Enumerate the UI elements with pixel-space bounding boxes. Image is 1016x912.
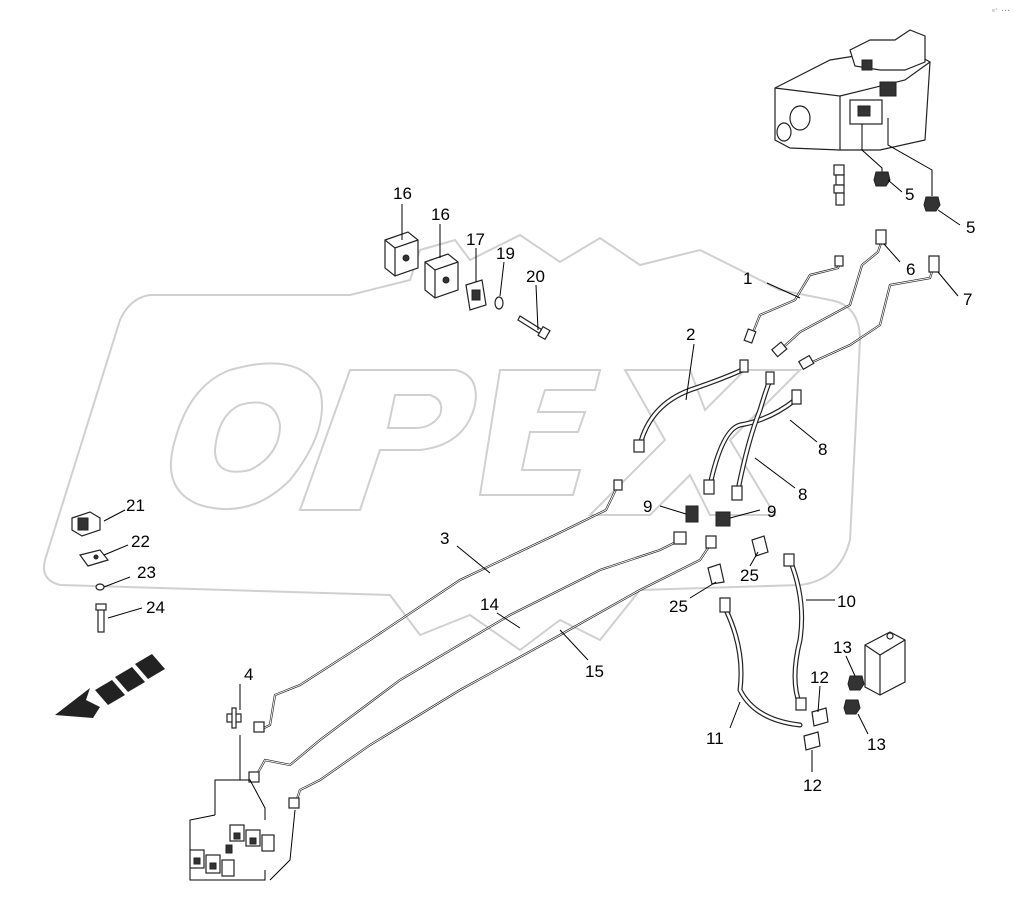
callout-8b: 8 — [798, 485, 807, 504]
callout-25b: 25 — [669, 597, 688, 616]
callout-6: 6 — [906, 260, 915, 279]
hose-11 — [719, 597, 803, 728]
watermark — [43, 233, 862, 652]
hose-10 — [783, 553, 807, 711]
callout-22: 22 — [131, 532, 150, 551]
callout-14: 14 — [480, 595, 499, 614]
corner-mark: e° ▪▪▪ — [992, 8, 1010, 14]
callout-16a: 16 — [393, 184, 412, 203]
fitting-12a — [811, 707, 829, 727]
hose-2 — [633, 359, 749, 453]
washer-23 — [95, 583, 105, 591]
callout-17: 17 — [466, 230, 485, 249]
callout-1: 1 — [743, 269, 752, 288]
pipe-14 — [248, 531, 687, 783]
callout-15: 15 — [585, 662, 604, 681]
direction-arrow — [55, 654, 165, 718]
fitting-12b — [803, 731, 821, 751]
fitting-9a — [685, 505, 699, 523]
control-valve-block — [774, 29, 933, 196]
leader-lines — [103, 179, 961, 772]
fitting-9b — [715, 511, 731, 527]
callout-2: 2 — [686, 325, 695, 344]
fitting-13b — [843, 699, 861, 715]
pipe-15 — [288, 535, 717, 809]
callout-21: 21 — [126, 496, 145, 515]
small-valve-block — [864, 631, 906, 696]
fitting-25a — [751, 535, 769, 557]
connector-4 — [226, 707, 242, 729]
callout-5b: 5 — [966, 218, 975, 237]
callout-12a: 12 — [810, 668, 829, 687]
callout-19: 19 — [496, 244, 515, 263]
callout-24: 24 — [146, 598, 165, 617]
pipe-1 — [743, 255, 844, 344]
callout-10: 10 — [837, 592, 856, 611]
bolt-20 — [517, 315, 551, 341]
callout-13a: 13 — [833, 638, 852, 657]
fitting-25b — [707, 563, 725, 585]
clamp-plate-17 — [465, 279, 487, 311]
hose-8b — [731, 371, 775, 501]
plate-22 — [78, 549, 110, 567]
bolt-24 — [95, 603, 107, 633]
callout-4: 4 — [244, 665, 253, 684]
callout-7: 7 — [963, 290, 972, 309]
fitting-5a — [873, 171, 891, 187]
callout-9b: 9 — [767, 502, 776, 521]
callouts: 1 2 3 4 5 5 6 7 8 8 9 9 10 11 12 12 13 1… — [126, 184, 975, 795]
valve-fittings — [833, 164, 845, 206]
valve-section-bottom-left — [189, 735, 296, 881]
clamp-block-16a — [384, 231, 419, 277]
callout-3: 3 — [440, 529, 449, 548]
clamp-block-16b — [424, 253, 459, 299]
callout-25a: 25 — [740, 566, 759, 585]
fitting-5b — [923, 196, 941, 212]
callout-9a: 9 — [643, 497, 652, 516]
washer-19 — [494, 296, 504, 310]
callout-8a: 8 — [818, 440, 827, 459]
clamp-21 — [71, 511, 101, 537]
callout-16b: 16 — [431, 205, 450, 224]
callout-5a: 5 — [905, 185, 914, 204]
callout-20: 20 — [526, 267, 545, 286]
fitting-13a — [847, 675, 865, 691]
callout-11: 11 — [706, 729, 724, 748]
pipe-7 — [797, 255, 940, 371]
pipe-3 — [253, 479, 623, 733]
callout-12b: 12 — [803, 776, 822, 795]
pipe-6 — [770, 229, 887, 358]
callout-23: 23 — [137, 563, 156, 582]
callout-13b: 13 — [867, 735, 886, 754]
hose-8a — [703, 389, 802, 495]
